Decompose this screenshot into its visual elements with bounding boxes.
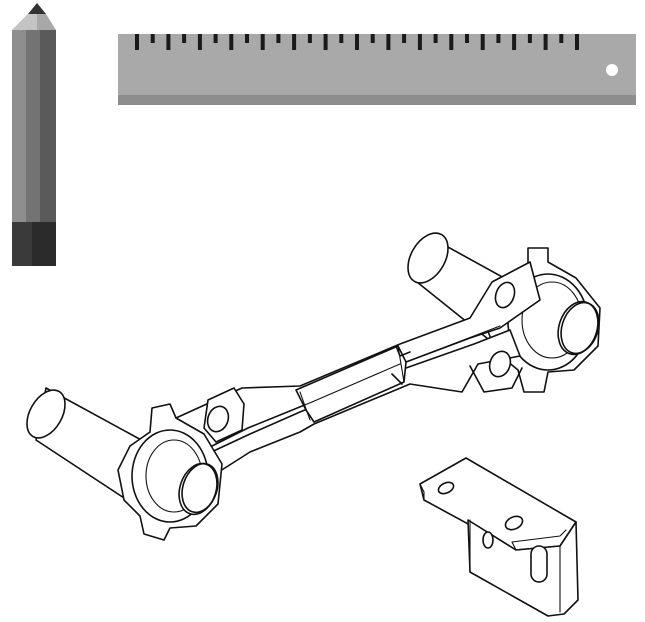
ruler-tick (465, 34, 469, 43)
ruler-tick (355, 34, 359, 50)
ruler-tick (292, 34, 297, 50)
ruler-tick (417, 34, 422, 50)
ruler-tick (480, 34, 485, 50)
ruler-tick (166, 34, 171, 50)
ruler-tick (150, 34, 155, 43)
ruler-tick (386, 34, 391, 50)
ruler-tick (229, 34, 234, 50)
ruler-tick (512, 34, 517, 50)
ruler-tick (197, 34, 202, 50)
ruler-tick (339, 34, 344, 43)
ruler-tick (135, 34, 139, 50)
ruler-tick (402, 34, 407, 43)
ruler-tick (213, 34, 218, 43)
ruler-tick (323, 34, 328, 50)
ruler-tick (496, 34, 501, 43)
ruler-ticks (135, 34, 579, 50)
ruler-tick (307, 34, 312, 43)
ruler-tick (370, 34, 375, 43)
ruler-edge (118, 95, 636, 105)
ruler-tick (449, 34, 454, 50)
ruler-tick (527, 34, 532, 43)
ruler-body (118, 34, 636, 104)
ruler-tick (575, 34, 579, 50)
ruler-tick (245, 34, 249, 43)
ruler-tick (433, 34, 438, 43)
ruler-icon (118, 34, 636, 105)
ruler-tick (543, 34, 548, 50)
ruler-tick (182, 34, 187, 43)
bracket-arm-drawing (26, 232, 601, 541)
l-bracket-drawing (419, 457, 579, 617)
pencil-tip (28, 3, 46, 14)
arm-body (175, 261, 541, 481)
front-pin-right (557, 300, 600, 356)
ruler-tick (260, 34, 265, 50)
ruler-tick (559, 34, 564, 43)
pencil-icon (12, 3, 56, 266)
front-pin-left (178, 462, 219, 516)
ruler-hole (606, 64, 618, 76)
ruler-tick (276, 34, 281, 43)
